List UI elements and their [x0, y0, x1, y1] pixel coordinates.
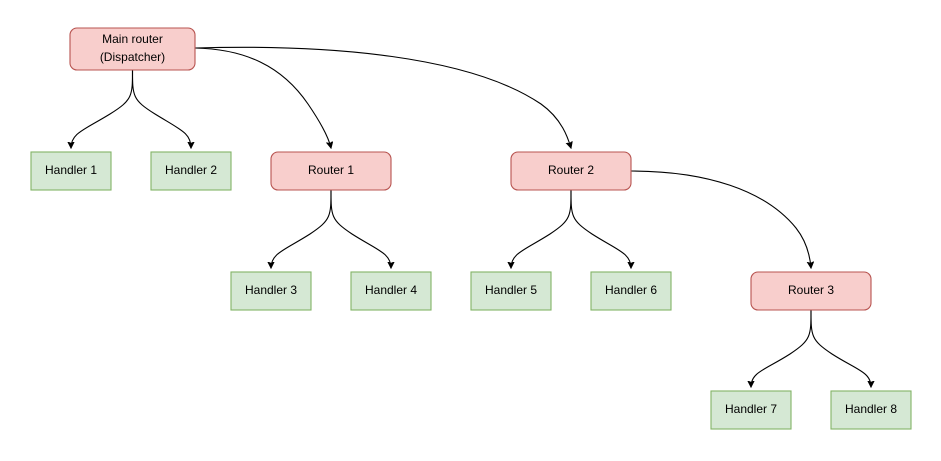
- node-router-2[interactable]: Router 2: [510, 151, 632, 191]
- handler-6-shape[interactable]: [590, 271, 672, 311]
- edge-main-to-router-2: [194, 46, 571, 148]
- node-router-3[interactable]: Router 3: [750, 271, 872, 311]
- node-handler-2[interactable]: Handler 2: [150, 151, 232, 191]
- edge-main-to-router-1: [194, 47, 331, 148]
- handler-8-shape[interactable]: [830, 390, 912, 430]
- handler-4-shape[interactable]: [350, 271, 432, 311]
- router-1-shape[interactable]: [270, 151, 392, 191]
- handler-2-shape[interactable]: [150, 151, 232, 191]
- main-router-shape[interactable]: [69, 27, 196, 71]
- node-handler-6[interactable]: Handler 6: [590, 271, 672, 311]
- edge-router-2-to-handler-5: [511, 189, 572, 268]
- node-handler-4[interactable]: Handler 4: [350, 271, 432, 311]
- edge-router-1-to-handler-4: [330, 189, 391, 268]
- node-handler-7[interactable]: Handler 7: [710, 390, 792, 430]
- edge-router-2-to-handler-6: [570, 189, 631, 268]
- node-router-1[interactable]: Router 1: [270, 151, 392, 191]
- edge-main-to-handler-1: [71, 69, 134, 148]
- nodes-layer: Main router(Dispatcher) Handler 1 Handler …: [30, 27, 912, 430]
- router-2-shape[interactable]: [510, 151, 632, 191]
- handler-5-shape[interactable]: [470, 271, 552, 311]
- edge-router-3-to-handler-7: [751, 309, 812, 387]
- router-3-shape[interactable]: [750, 271, 872, 311]
- node-handler-8[interactable]: Handler 8: [830, 390, 912, 430]
- edge-router-2-to-router-3: [630, 170, 811, 268]
- edges-layer: [71, 46, 871, 387]
- edge-main-to-handler-2: [131, 69, 192, 148]
- handler-1-shape[interactable]: [30, 151, 112, 191]
- handler-7-shape[interactable]: [710, 390, 792, 430]
- node-handler-1[interactable]: Handler 1: [30, 151, 112, 191]
- node-handler-5[interactable]: Handler 5: [470, 271, 552, 311]
- node-handler-3[interactable]: Handler 3: [230, 271, 312, 311]
- edge-router-3-to-handler-8: [810, 309, 871, 387]
- handler-3-shape[interactable]: [230, 271, 312, 311]
- edge-router-1-to-handler-3: [271, 189, 332, 268]
- node-main-router[interactable]: Main router(Dispatcher): [69, 27, 196, 71]
